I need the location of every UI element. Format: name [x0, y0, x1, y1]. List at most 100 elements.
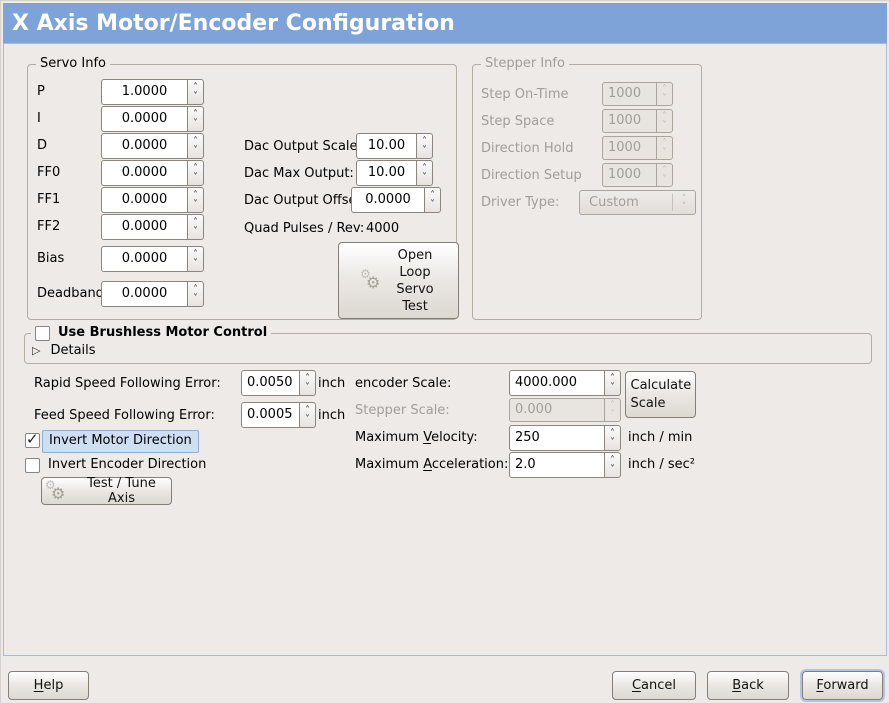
- max-velocity-field[interactable]: 250 ˄˅: [509, 425, 621, 451]
- content-area: Servo Info P 1.0000 ˄˅ I 0.0000 ˄˅ D 0.0…: [3, 43, 887, 656]
- max-acceleration-spin-arrows-icon[interactable]: ˄˅: [604, 452, 621, 478]
- brushless-frame: ✓ Use Brushless Motor Control ▷ Details: [24, 324, 872, 364]
- back-button[interactable]: Back: [707, 671, 789, 700]
- bias-input[interactable]: 0.0000: [101, 246, 187, 272]
- driver-type-select: Custom ˄˅: [579, 190, 696, 215]
- dac-scale-spin-arrows-icon[interactable]: ˄˅: [416, 133, 433, 159]
- quad-pulses-label: Quad Pulses / Rev:: [244, 221, 365, 236]
- encoder-scale-input[interactable]: 4000.000: [509, 370, 604, 396]
- dac-max-output-field[interactable]: 10.00 ˄˅: [356, 160, 433, 186]
- dac-output-scale-field[interactable]: 10.00 ˄˅: [356, 133, 433, 159]
- details-expander[interactable]: ▷ Details: [32, 343, 96, 358]
- max-velocity-spin-arrows-icon[interactable]: ˄˅: [604, 425, 621, 451]
- max-velocity-unit: inch / min: [628, 430, 693, 445]
- stepper-scale-label: Stepper Scale:: [355, 403, 450, 418]
- servo-info-legend: Servo Info: [36, 55, 110, 73]
- bias-field[interactable]: 0.0000 ˄˅: [101, 246, 204, 272]
- combo-separator: [672, 194, 673, 211]
- step-space-input: 1000: [602, 109, 656, 133]
- d-field[interactable]: 0.0000 ˄˅: [101, 133, 204, 159]
- feed-following-error-field[interactable]: 0.0005 ˄˅: [241, 402, 316, 428]
- step-on-time-input: 1000: [602, 82, 656, 106]
- cancel-label: Cancel: [631, 678, 677, 693]
- feed-spin-arrows-icon[interactable]: ˄˅: [299, 402, 316, 428]
- dac-max-output-input[interactable]: 10.00: [356, 160, 416, 186]
- invert-motor-label[interactable]: Invert Motor Direction: [42, 430, 199, 453]
- calculate-scale-label: Calculate Scale: [630, 377, 692, 411]
- step-space-label: Step Space: [481, 114, 555, 129]
- dac-output-scale-input[interactable]: 10.00: [356, 133, 416, 159]
- d-spin-arrows-icon[interactable]: ˄˅: [187, 133, 204, 159]
- ff0-spin-arrows-icon[interactable]: ˄˅: [187, 160, 204, 186]
- rapid-spin-arrows-icon[interactable]: ˄˅: [299, 370, 316, 396]
- test-tune-axis-button[interactable]: ⚙⚙ Test / Tune Axis: [41, 476, 172, 506]
- direction-hold-label: Direction Hold: [481, 141, 574, 156]
- ff1-spin-arrows-icon[interactable]: ˄˅: [187, 187, 204, 213]
- cancel-button[interactable]: Cancel: [612, 671, 696, 700]
- dac-output-offset-field[interactable]: 0.0000 ˄˅: [351, 187, 441, 213]
- ff2-input[interactable]: 0.0000: [101, 214, 187, 240]
- ff1-input[interactable]: 0.0000: [101, 187, 187, 213]
- deadband-input[interactable]: 0.0000: [101, 281, 187, 307]
- ff2-field[interactable]: 0.0000 ˄˅: [101, 214, 204, 240]
- encoder-scale-field[interactable]: 4000.000 ˄˅: [509, 370, 621, 396]
- calculate-scale-button[interactable]: Calculate Scale: [625, 371, 696, 418]
- direction-setup-field: 1000 ˄˅: [602, 163, 673, 187]
- max-acceleration-field[interactable]: 2.0 ˄˅: [509, 452, 621, 478]
- i-label: I: [37, 111, 41, 126]
- rapid-following-error-field[interactable]: 0.0050 ˄˅: [241, 370, 316, 396]
- dac-output-offset-input[interactable]: 0.0000: [351, 187, 424, 213]
- bias-spin-arrows-icon[interactable]: ˄˅: [187, 246, 204, 272]
- max-velocity-input[interactable]: 250: [509, 425, 604, 451]
- deadband-spin-arrows-icon[interactable]: ˄˅: [187, 281, 204, 307]
- feed-following-error-input[interactable]: 0.0005: [241, 402, 299, 428]
- ff0-label: FF0: [37, 165, 61, 180]
- driver-type-value: Custom: [589, 195, 639, 210]
- invert-encoder-label[interactable]: Invert Encoder Direction: [48, 457, 207, 472]
- p-label: P: [37, 84, 45, 99]
- rapid-following-error-label: Rapid Speed Following Error:: [34, 376, 221, 391]
- dac-max-spin-arrows-icon[interactable]: ˄˅: [416, 160, 433, 186]
- dac-offset-spin-arrows-icon[interactable]: ˄˅: [424, 187, 441, 213]
- check-icon: ✓: [26, 430, 39, 448]
- encoder-scale-spin-arrows-icon[interactable]: ˄˅: [604, 370, 621, 396]
- d-input[interactable]: 0.0000: [101, 133, 187, 159]
- combo-arrows-icon: ˄˅: [681, 193, 687, 212]
- ff2-spin-arrows-icon[interactable]: ˄˅: [187, 214, 204, 240]
- triangle-right-icon: ▷: [32, 344, 41, 357]
- invert-motor-checkbox[interactable]: ✓: [25, 430, 40, 448]
- direction-hold-input: 1000: [602, 136, 656, 160]
- stepper-info-frame: Stepper Info: [472, 55, 702, 320]
- back-label: Back: [732, 678, 764, 693]
- ff1-field[interactable]: 0.0000 ˄˅: [101, 187, 204, 213]
- p-spin-arrows-icon[interactable]: ˄˅: [187, 79, 204, 105]
- encoder-scale-label: encoder Scale:: [355, 376, 452, 391]
- feed-following-error-label: Feed Speed Following Error:: [34, 408, 215, 423]
- i-spin-arrows-icon[interactable]: ˄˅: [187, 106, 204, 132]
- rapid-following-error-input[interactable]: 0.0050: [241, 370, 299, 396]
- max-acceleration-input[interactable]: 2.0: [509, 452, 604, 478]
- test-tune-axis-label: Test / Tune Axis: [87, 476, 156, 506]
- use-brushless-checkbox[interactable]: ✓: [35, 325, 50, 341]
- invert-encoder-checkbox[interactable]: ✓: [25, 458, 40, 473]
- p-field[interactable]: 1.0000 ˄˅: [101, 79, 204, 105]
- i-field[interactable]: 0.0000 ˄˅: [101, 106, 204, 132]
- ff0-input[interactable]: 0.0000: [101, 160, 187, 186]
- p-input[interactable]: 1.0000: [101, 79, 187, 105]
- direction-hold-field: 1000 ˄˅: [602, 136, 673, 160]
- bias-label: Bias: [37, 251, 65, 266]
- use-brushless-label: Use Brushless Motor Control: [58, 325, 268, 340]
- gears-icon: ⚙⚙: [45, 478, 66, 503]
- gears-icon: ⚙⚙: [360, 266, 381, 292]
- deadband-field[interactable]: 0.0000 ˄˅: [101, 281, 204, 307]
- quad-pulses-value: 4000: [366, 221, 400, 236]
- open-loop-servo-test-button[interactable]: ⚙⚙ Open Loop Servo Test: [338, 242, 459, 319]
- ff0-field[interactable]: 0.0000 ˄˅: [101, 160, 204, 186]
- i-input[interactable]: 0.0000: [101, 106, 187, 132]
- direction-setup-spin-arrows-icon: ˄˅: [656, 163, 673, 187]
- help-button[interactable]: Help: [8, 671, 89, 700]
- step-on-time-spin-arrows-icon: ˄˅: [656, 82, 673, 106]
- max-acceleration-unit: inch / sec²: [628, 457, 696, 472]
- forward-button[interactable]: Forward: [802, 671, 883, 700]
